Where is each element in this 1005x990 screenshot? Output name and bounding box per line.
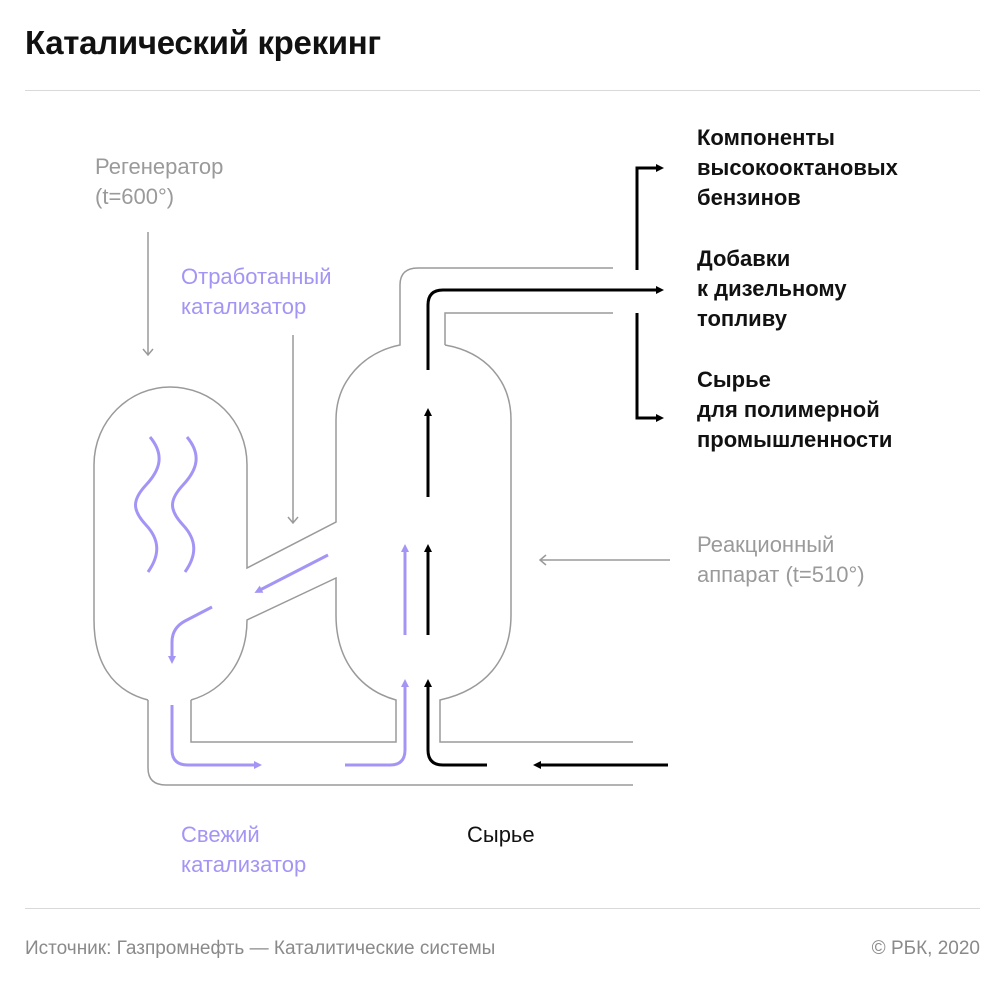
reactor-label: Реакционный аппарат (t=510°) bbox=[697, 532, 865, 587]
bottom-divider bbox=[25, 908, 980, 909]
page-title: Каталический крекинг bbox=[25, 24, 381, 61]
copyright: © РБК, 2020 bbox=[871, 938, 980, 959]
gasoline-output-arrow bbox=[635, 164, 664, 270]
output-gasoline-label: Компоненты высокооктановых бензинов bbox=[697, 125, 898, 210]
product-outlet-arrow bbox=[426, 286, 664, 370]
fresh-catalyst-arrow bbox=[170, 705, 262, 769]
output-diesel-label: Добавки к дизельному топливу bbox=[697, 246, 847, 331]
spent-catalyst-pointer bbox=[287, 335, 299, 525]
polymer-output-arrow bbox=[635, 313, 664, 422]
heat-wave-icon bbox=[134, 436, 161, 573]
feed-riser-arrow bbox=[424, 679, 487, 767]
reactor-pointer bbox=[538, 554, 670, 566]
fresh-catalyst-label: Свежий катализатор bbox=[181, 822, 307, 877]
regenerator-pointer bbox=[142, 232, 154, 357]
regenerator-lower bbox=[190, 576, 397, 743]
output-polymer-label: Сырье для полимерной промышленности bbox=[697, 367, 893, 452]
regenerator-label: Регенератор (t=600°) bbox=[95, 154, 224, 209]
feedstock-label: Сырье bbox=[467, 822, 535, 847]
regenerator-vessel bbox=[93, 267, 613, 701]
bottom-pipe bbox=[147, 700, 633, 786]
reactor-vessel bbox=[439, 344, 633, 743]
catalyst-riser-arrow bbox=[345, 679, 409, 767]
spent-catalyst-label: Отработанный катализатор bbox=[181, 264, 332, 319]
reactor-top-pipe bbox=[444, 312, 613, 345]
spent-catalyst-arrow bbox=[254, 553, 329, 593]
catalyst-down-arrow bbox=[168, 605, 213, 664]
heat-wave-icon bbox=[171, 436, 198, 573]
source-note: Источник: Газпромнефть — Каталитические … bbox=[25, 938, 496, 959]
top-divider bbox=[25, 90, 980, 91]
